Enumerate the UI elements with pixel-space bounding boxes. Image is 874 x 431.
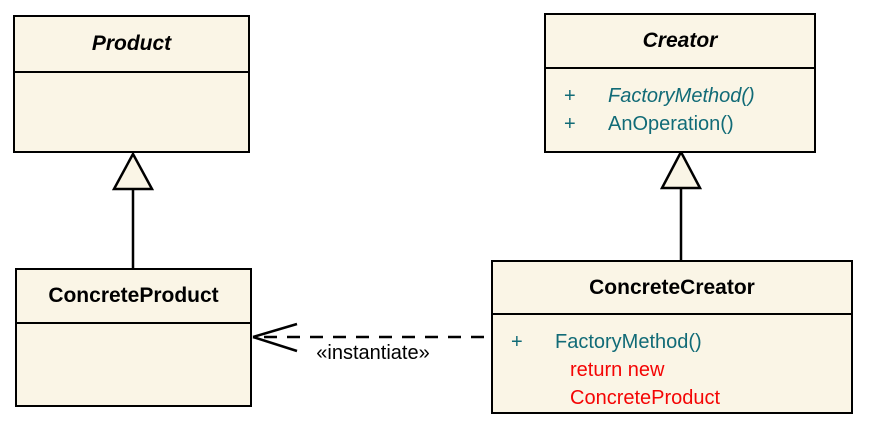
visibility-symbol: + bbox=[511, 331, 523, 353]
visibility-symbol: + bbox=[564, 113, 576, 135]
method-note-line: ConcreteProduct bbox=[493, 384, 851, 412]
class-member: + AnOperation() bbox=[546, 110, 814, 138]
visibility-symbol: + bbox=[564, 85, 576, 107]
dependency-label: «instantiate» bbox=[316, 342, 430, 364]
class-box-product: Product bbox=[13, 15, 250, 153]
class-box-concrete-creator: ConcreteCreator + FactoryMethod() return… bbox=[491, 260, 853, 414]
open-arrowhead-icon bbox=[252, 322, 298, 339]
dependency-arrow-instantiate bbox=[252, 322, 491, 353]
member-name: FactoryMethod() bbox=[555, 331, 702, 353]
class-body bbox=[15, 73, 248, 151]
class-body: + FactoryMethod() return new ConcretePro… bbox=[493, 315, 851, 412]
class-title: ConcreteProduct bbox=[17, 270, 250, 324]
member-name: FactoryMethod() bbox=[608, 85, 755, 107]
class-title: ConcreteCreator bbox=[493, 262, 851, 315]
class-body: + FactoryMethod() + AnOperation() bbox=[546, 69, 814, 151]
generalization-arrow-product bbox=[111, 151, 155, 270]
generalization-arrow-creator bbox=[659, 149, 703, 262]
class-title: Creator bbox=[546, 15, 814, 69]
class-member: + FactoryMethod() bbox=[493, 328, 851, 356]
member-name: AnOperation() bbox=[608, 113, 734, 135]
hollow-triangle-icon bbox=[111, 151, 155, 191]
class-box-concrete-product: ConcreteProduct bbox=[15, 268, 252, 407]
hollow-triangle-icon bbox=[659, 149, 703, 190]
class-box-creator: Creator + FactoryMethod() + AnOperation(… bbox=[544, 13, 816, 153]
class-body bbox=[17, 324, 250, 405]
method-note-line: return new bbox=[493, 356, 851, 384]
note-text: return new bbox=[570, 359, 665, 381]
class-member: + FactoryMethod() bbox=[546, 82, 814, 110]
class-title: Product bbox=[15, 17, 248, 73]
note-text: ConcreteProduct bbox=[570, 387, 721, 409]
